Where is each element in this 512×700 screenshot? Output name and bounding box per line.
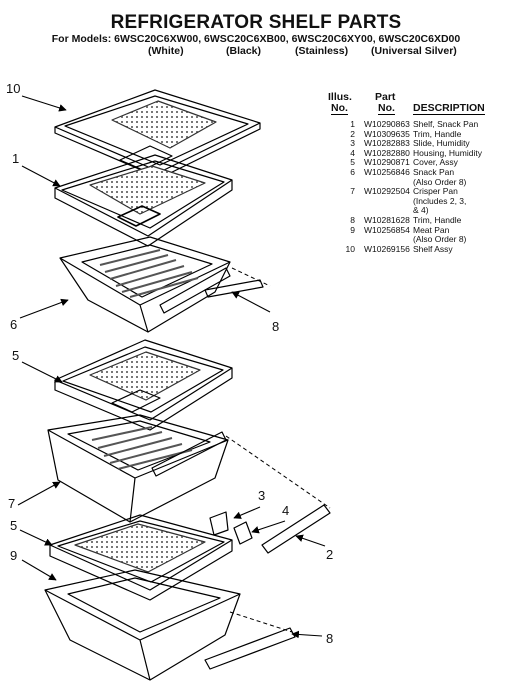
description-line: Cover, Assy	[413, 157, 458, 168]
callout-6: 6	[10, 317, 18, 332]
part-description: Slide, Humidity	[413, 139, 512, 149]
part-header-line1: Part	[375, 91, 396, 103]
description-line: Housing, Humidity	[413, 147, 482, 158]
callout-8-upper: 8	[272, 319, 280, 334]
part-description: Crisper Pan(Includes 2, 3,& 4)	[413, 187, 512, 216]
finish-stainless: (Stainless)	[295, 45, 349, 57]
handle-trim-2	[261, 504, 331, 554]
leader-lines	[17, 95, 326, 639]
part-description: Shelf Assy	[413, 243, 512, 255]
finish-universal-silver: (Universal Silver)	[371, 45, 457, 57]
illus-number: 8	[350, 214, 355, 225]
description-header: DESCRIPTION	[413, 102, 485, 115]
part-number: W10290863	[364, 119, 410, 129]
snack-pan-6	[59, 236, 231, 333]
callout-2: 2	[326, 547, 334, 562]
part-number: W10282883	[364, 138, 410, 149]
cover-assy-lower-5	[49, 514, 233, 601]
finish-black: (Black)	[226, 45, 262, 57]
description-line: Slide, Humidity	[413, 138, 470, 149]
description-line: Crisper Pan	[413, 186, 458, 197]
part-number: W10256846	[364, 166, 410, 177]
description-line: & 4)	[413, 205, 429, 216]
callout-8-lower: 8	[326, 631, 334, 646]
crisper-pan-7	[47, 414, 229, 523]
callout-3: 3	[258, 488, 266, 503]
callout-7: 7	[8, 496, 16, 511]
part-description: Snack Pan(Also Order 8)	[413, 166, 512, 187]
part-description: Trim, Handle	[413, 214, 512, 226]
illus-number: 2	[350, 128, 355, 139]
part-number: W10292504	[364, 186, 410, 197]
part-header-line2: No.	[378, 102, 395, 115]
part-number: W10256854	[364, 224, 410, 235]
description-line: Shelf Assy	[413, 243, 453, 254]
illus-number: 3	[350, 138, 355, 149]
illus-number: 4	[350, 147, 355, 158]
description-line: Meat Pan	[413, 224, 450, 235]
description-line: Trim, Handle	[413, 128, 462, 139]
part-number: W10282880	[364, 147, 410, 158]
part-description: Trim, Handle	[413, 128, 512, 140]
part-number: W10309635	[364, 128, 410, 139]
callout-1: 1	[12, 151, 20, 166]
illus-number: 1	[350, 119, 355, 129]
illus-number: 5	[350, 157, 355, 168]
cover-assy-upper-5	[54, 339, 233, 431]
part-description: Shelf, Snack Pan	[413, 119, 512, 130]
illus-header-line1: Illus.	[328, 91, 352, 103]
page-title: REFRIGERATOR SHELF PARTS	[110, 12, 402, 33]
illus-number: 7	[350, 186, 355, 197]
description-line: (Also Order 8)	[413, 234, 467, 245]
handle-trim-upper	[204, 279, 264, 298]
part-description: Meat Pan(Also Order 8)	[413, 224, 512, 245]
shelf-assy-10	[54, 89, 261, 179]
guide-lines	[225, 267, 331, 633]
illus-number: 6	[350, 166, 355, 177]
finish-white: (White)	[148, 45, 184, 57]
callout-5-upper: 5	[12, 348, 20, 363]
snack-pan-shelf-1	[54, 154, 233, 247]
part-description: Housing, Humidity	[413, 147, 512, 159]
parts-table-header: Illus. No. Part No. DESCRIPTION	[326, 92, 510, 120]
humidity-housing-4	[233, 521, 253, 545]
part-description: Cover, Assy	[413, 158, 512, 168]
part-number: W10290871	[364, 157, 410, 168]
description-line: Snack Pan	[413, 166, 455, 177]
callout-9: 9	[10, 548, 18, 563]
humidity-slide-3	[209, 511, 229, 536]
callout-10: 10	[6, 81, 21, 96]
handle-trim-lower	[204, 627, 296, 670]
part-number: W10281628	[364, 214, 410, 225]
description-line: Trim, Handle	[413, 214, 462, 225]
description-line: (Includes 2, 3,	[413, 195, 467, 206]
part-number: W10269156	[364, 243, 410, 254]
illus-number: 9	[350, 224, 355, 235]
description-line: Shelf, Snack Pan	[413, 119, 479, 129]
callout-5-lower: 5	[10, 518, 18, 533]
illus-header-line2: No.	[331, 102, 348, 115]
description-line: (Also Order 8)	[413, 176, 467, 187]
illus-number: 10	[345, 243, 355, 254]
meat-pan-9	[44, 569, 241, 681]
callout-4: 4	[282, 503, 290, 518]
models-line: For Models: 6WSC20C6XW00, 6WSC20C6XB00, …	[51, 33, 461, 45]
